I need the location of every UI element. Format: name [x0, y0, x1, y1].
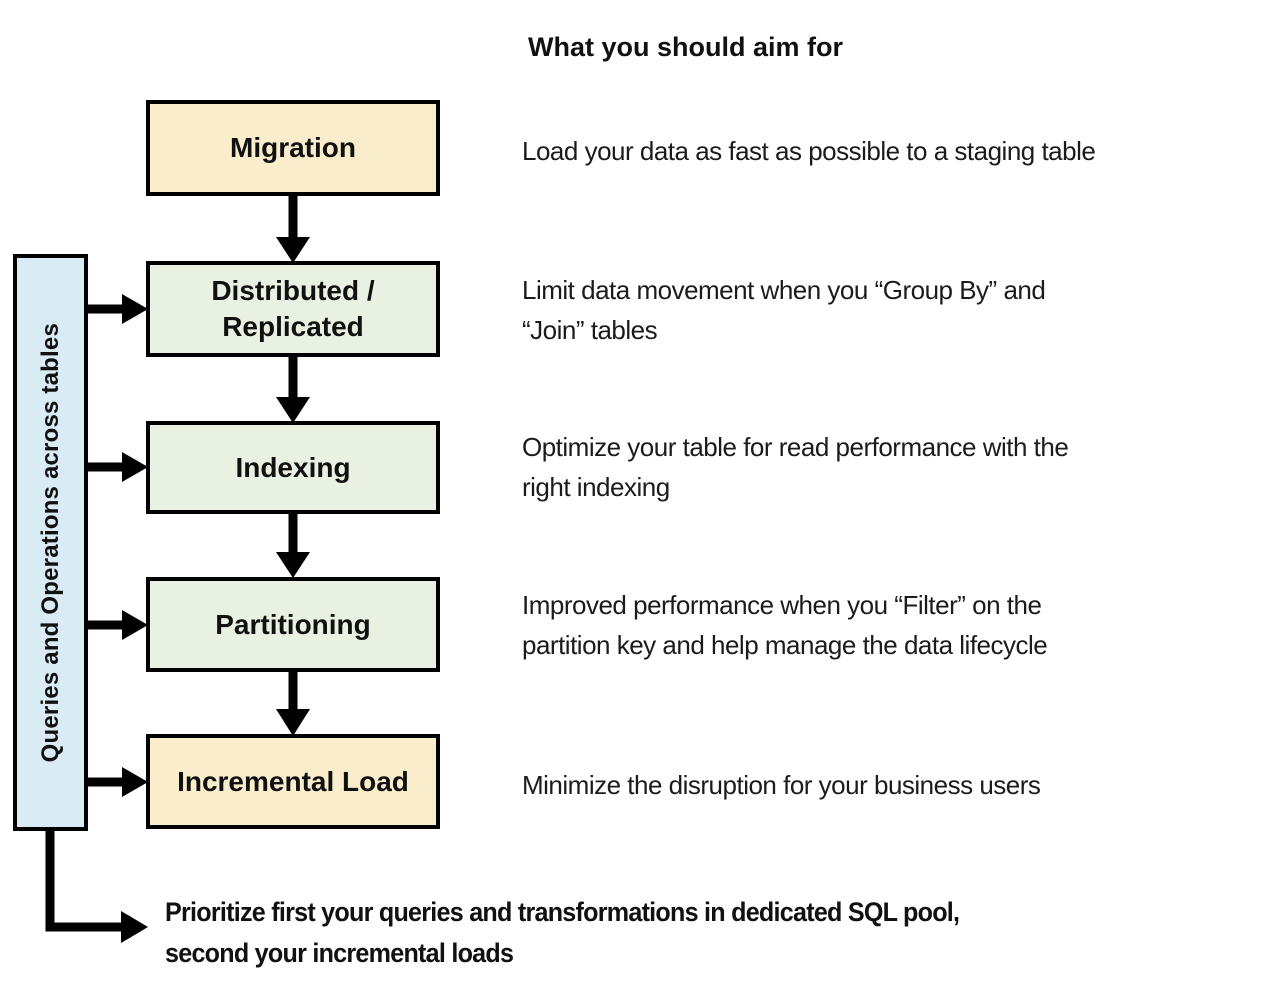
description-migration: Load your data as fast as possible to a … [522, 136, 1096, 166]
arrow-partitioning-to-incremental [276, 668, 310, 736]
step-label-partitioning: Partitioning [215, 608, 371, 640]
step-box-incremental-load: Incremental Load [146, 734, 440, 829]
description-distributed-replicated: Limit data movement when you “Group By” … [522, 275, 1046, 345]
sidebar-box: Queries and Operations across tables [13, 254, 88, 831]
arrow-sidebar-to-footer-note [45, 826, 148, 943]
arrow-distributed-to-indexing [276, 353, 310, 423]
arrow-sidebar-to-incremental [84, 767, 148, 797]
arrow-sidebar-to-distributed [84, 294, 148, 324]
arrow-sidebar-to-partitioning [84, 610, 148, 640]
step-label-migration: Migration [230, 132, 356, 163]
step-label-distributed-replicated: Distributed / Replicated [211, 275, 375, 342]
footer-note: Prioritize first your queries and transf… [165, 897, 960, 968]
arrow-indexing-to-partitioning [276, 510, 310, 578]
step-box-indexing: Indexing [146, 421, 440, 514]
arrow-migration-to-distributed [276, 193, 310, 263]
description-partitioning: Improved performance when you “Filter” o… [522, 590, 1048, 660]
step-label-indexing: Indexing [235, 451, 351, 483]
step-box-distributed-replicated: Distributed / Replicated [146, 261, 440, 357]
sidebar-label: Queries and Operations across tables [36, 322, 64, 763]
step-label-incremental-load: Incremental Load [177, 765, 409, 797]
step-box-migration: Migration [146, 100, 440, 196]
description-incremental-load: Minimize the disruption for your busines… [522, 770, 1041, 800]
description-indexing: Optimize your table for read performance… [522, 432, 1069, 502]
aim-column-title: What you should aim for [528, 32, 843, 62]
arrow-sidebar-to-indexing [84, 452, 148, 482]
step-box-partitioning: Partitioning [146, 577, 440, 672]
